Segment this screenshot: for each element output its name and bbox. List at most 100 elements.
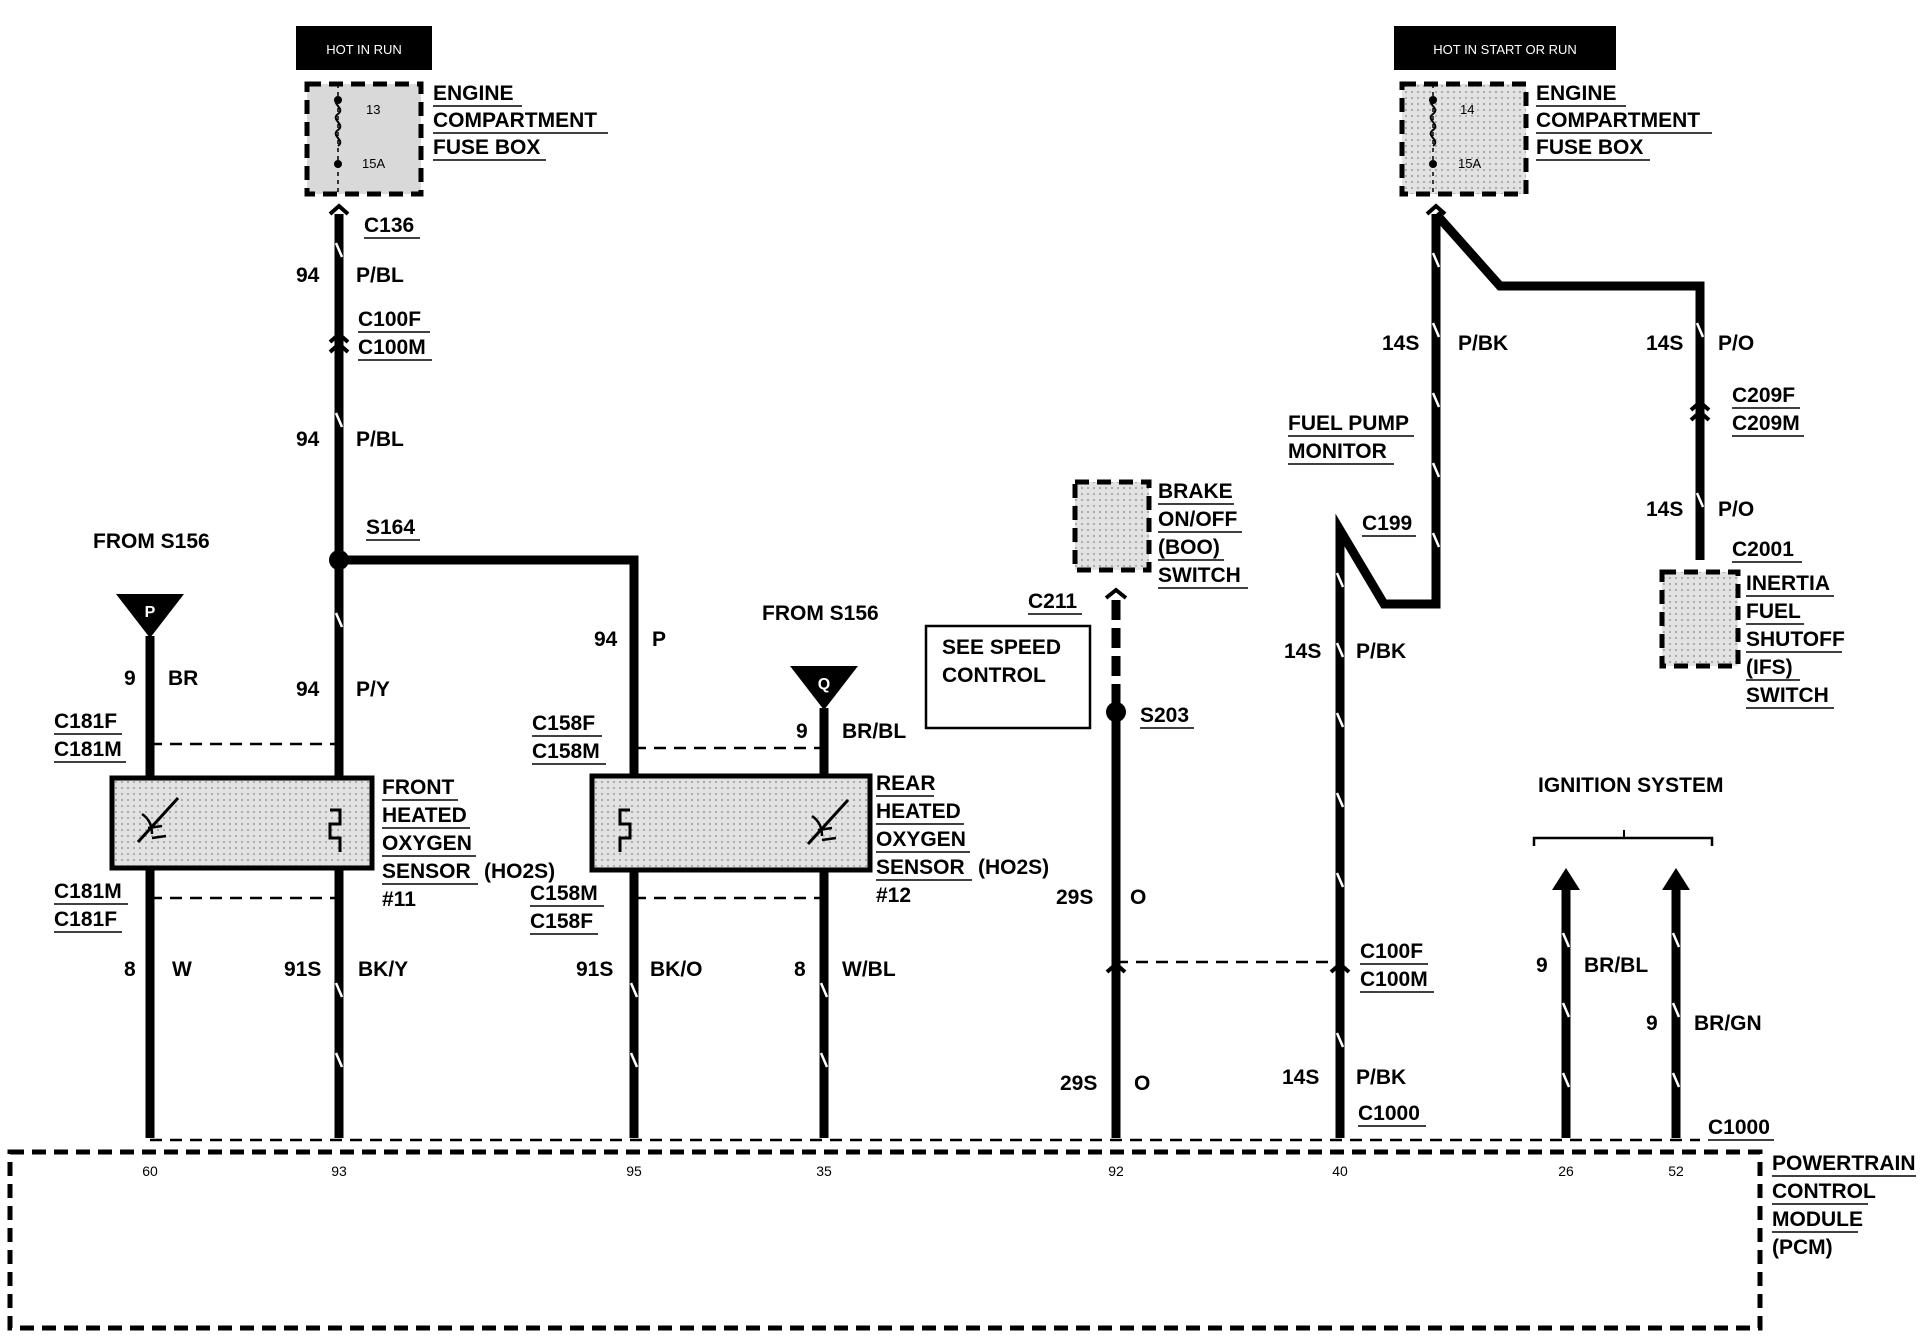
svg-text:P/BK: P/BK — [1356, 1066, 1406, 1089]
svg-text:35: 35 — [816, 1163, 832, 1179]
svg-text:94: 94 — [296, 678, 320, 701]
svg-text:#11: #11 — [382, 888, 416, 911]
connector-c100m-right: C100M — [1360, 968, 1428, 991]
from-s156-front: FROM S156 — [93, 530, 210, 553]
svg-text:W: W — [172, 958, 192, 981]
svg-text:FUEL PUMP: FUEL PUMP — [1288, 412, 1409, 435]
wire-14s-p-o — [1432, 211, 1705, 560]
svg-text:W/BL: W/BL — [842, 958, 896, 981]
svg-text:94: 94 — [296, 264, 320, 287]
svg-text:40: 40 — [1332, 1163, 1348, 1179]
connector-c1000-right: C1000 — [1708, 1116, 1770, 1139]
svg-text:P/BK: P/BK — [1458, 332, 1508, 355]
svg-text:14S: 14S — [1282, 1066, 1319, 1089]
inertia-switch — [1659, 569, 1741, 669]
connector-c158m-bottom: C158M — [530, 882, 598, 905]
svg-text:14S: 14S — [1646, 332, 1683, 355]
svg-text:SWITCH: SWITCH — [1158, 564, 1241, 587]
svg-text:BK/Y: BK/Y — [358, 958, 408, 981]
svg-text:8: 8 — [794, 958, 806, 981]
front-sensor-label: FRONT HEATED OXYGEN SENSOR (HO2S) #11 — [382, 776, 555, 911]
svg-text:SWITCH: SWITCH — [1746, 684, 1829, 707]
svg-text:O: O — [1130, 886, 1146, 909]
svg-text:ON/OFF: ON/OFF — [1158, 508, 1237, 531]
from-s156-rear: FROM S156 — [762, 602, 879, 625]
fuse-box-right-label: ENGINE COMPARTMENT FUSE BOX — [1536, 82, 1712, 161]
pcm-label: POWERTRAIN CONTROL MODULE (PCM) — [1772, 1152, 1916, 1259]
svg-text:ENGINE: ENGINE — [433, 82, 514, 105]
see-speed-control-box: SEE SPEED CONTROL — [924, 624, 1092, 730]
power-label-hot-in-start-or-run: HOT IN START OR RUN — [1394, 26, 1616, 70]
svg-text:52: 52 — [1668, 1163, 1684, 1179]
svg-text:BR: BR — [168, 667, 198, 690]
svg-text:(BOO): (BOO) — [1158, 536, 1220, 559]
svg-text:CONTROL: CONTROL — [1772, 1180, 1876, 1203]
fuse-box-right: 14 15A — [1399, 81, 1529, 197]
svg-text:CONTROL: CONTROL — [942, 664, 1046, 687]
svg-text:HEATED: HEATED — [382, 804, 467, 827]
rear-sensor-label: REAR HEATED OXYGEN SENSOR (HO2S) #12 — [876, 772, 1049, 907]
svg-text:FUEL: FUEL — [1746, 600, 1801, 623]
connector-c158m-top: C158M — [532, 740, 600, 763]
svg-text:P/BK: P/BK — [1356, 640, 1406, 663]
brake-switch-label: BRAKE ON/OFF (BOO) SWITCH — [1158, 480, 1248, 589]
svg-text:29S: 29S — [1060, 1072, 1097, 1095]
svg-text:O: O — [1134, 1072, 1150, 1095]
connector-c181f-bottom: C181F — [54, 908, 117, 931]
svg-text:COMPARTMENT: COMPARTMENT — [433, 109, 597, 132]
svg-text:91S: 91S — [576, 958, 613, 981]
connector-c158f-bottom: C158F — [530, 910, 593, 933]
fuse-number-right: 14 — [1460, 102, 1474, 117]
fuse-box-left-label: ENGINE COMPARTMENT FUSE BOX — [433, 82, 608, 161]
svg-text:94: 94 — [296, 428, 320, 451]
svg-text:OXYGEN: OXYGEN — [876, 828, 966, 851]
fuse-number: 13 — [366, 102, 380, 117]
connector-c1000-left: C1000 — [1358, 1102, 1420, 1125]
svg-text:26: 26 — [1558, 1163, 1574, 1179]
wire-14s-p-bk — [1335, 214, 1441, 1138]
svg-text:BR/BL: BR/BL — [842, 720, 906, 743]
front-o2-sensor — [109, 775, 375, 871]
svg-text:94: 94 — [594, 628, 618, 651]
svg-text:9: 9 — [1536, 954, 1548, 977]
wire-94-p-rear — [339, 555, 639, 1138]
pcm-pins: 60 93 95 35 92 40 26 52 — [142, 1163, 1684, 1179]
svg-text:9: 9 — [124, 667, 136, 690]
svg-text:HOT IN START OR RUN: HOT IN START OR RUN — [1433, 42, 1577, 57]
svg-text:(IFS): (IFS) — [1746, 656, 1793, 679]
source-flag-q: Q — [790, 666, 858, 710]
svg-text:MONITOR: MONITOR — [1288, 440, 1387, 463]
svg-text:P/BL: P/BL — [356, 428, 404, 451]
connector-c181m-top: C181M — [54, 738, 122, 761]
svg-text:BR/GN: BR/GN — [1694, 1012, 1762, 1035]
svg-text:BR/BL: BR/BL — [1584, 954, 1648, 977]
connector-c181m-bottom: C181M — [54, 880, 122, 903]
svg-text:(HO2S): (HO2S) — [978, 856, 1049, 879]
pcm-module — [7, 1149, 1763, 1331]
fuel-pump-monitor-label: FUEL PUMP MONITOR — [1288, 412, 1414, 465]
fuse-rating: 15A — [362, 156, 385, 171]
svg-text:91S: 91S — [284, 958, 321, 981]
svg-text:14S: 14S — [1382, 332, 1419, 355]
svg-text:29S: 29S — [1056, 886, 1093, 909]
svg-text:(PCM): (PCM) — [1772, 1236, 1833, 1259]
fuse-rating-right: 15A — [1458, 156, 1481, 171]
svg-text:P: P — [145, 604, 156, 621]
svg-text:P/Y: P/Y — [356, 678, 390, 701]
connector-c100m: C100M — [358, 336, 426, 359]
svg-text:ENGINE: ENGINE — [1536, 82, 1617, 105]
svg-text:BK/O: BK/O — [650, 958, 703, 981]
svg-text:P/O: P/O — [1718, 498, 1754, 521]
svg-text:95: 95 — [626, 1163, 642, 1179]
svg-text:#12: #12 — [876, 884, 911, 907]
svg-text:HEATED: HEATED — [876, 800, 961, 823]
connector-c211: C211 — [1028, 590, 1077, 613]
svg-text:14S: 14S — [1646, 498, 1683, 521]
svg-text:SENSOR: SENSOR — [382, 860, 471, 883]
svg-text:8: 8 — [124, 958, 136, 981]
svg-text:COMPARTMENT: COMPARTMENT — [1536, 109, 1700, 132]
connector-c158f-top: C158F — [532, 712, 595, 735]
svg-text:93: 93 — [331, 1163, 347, 1179]
connector-c199: C199 — [1362, 512, 1412, 535]
